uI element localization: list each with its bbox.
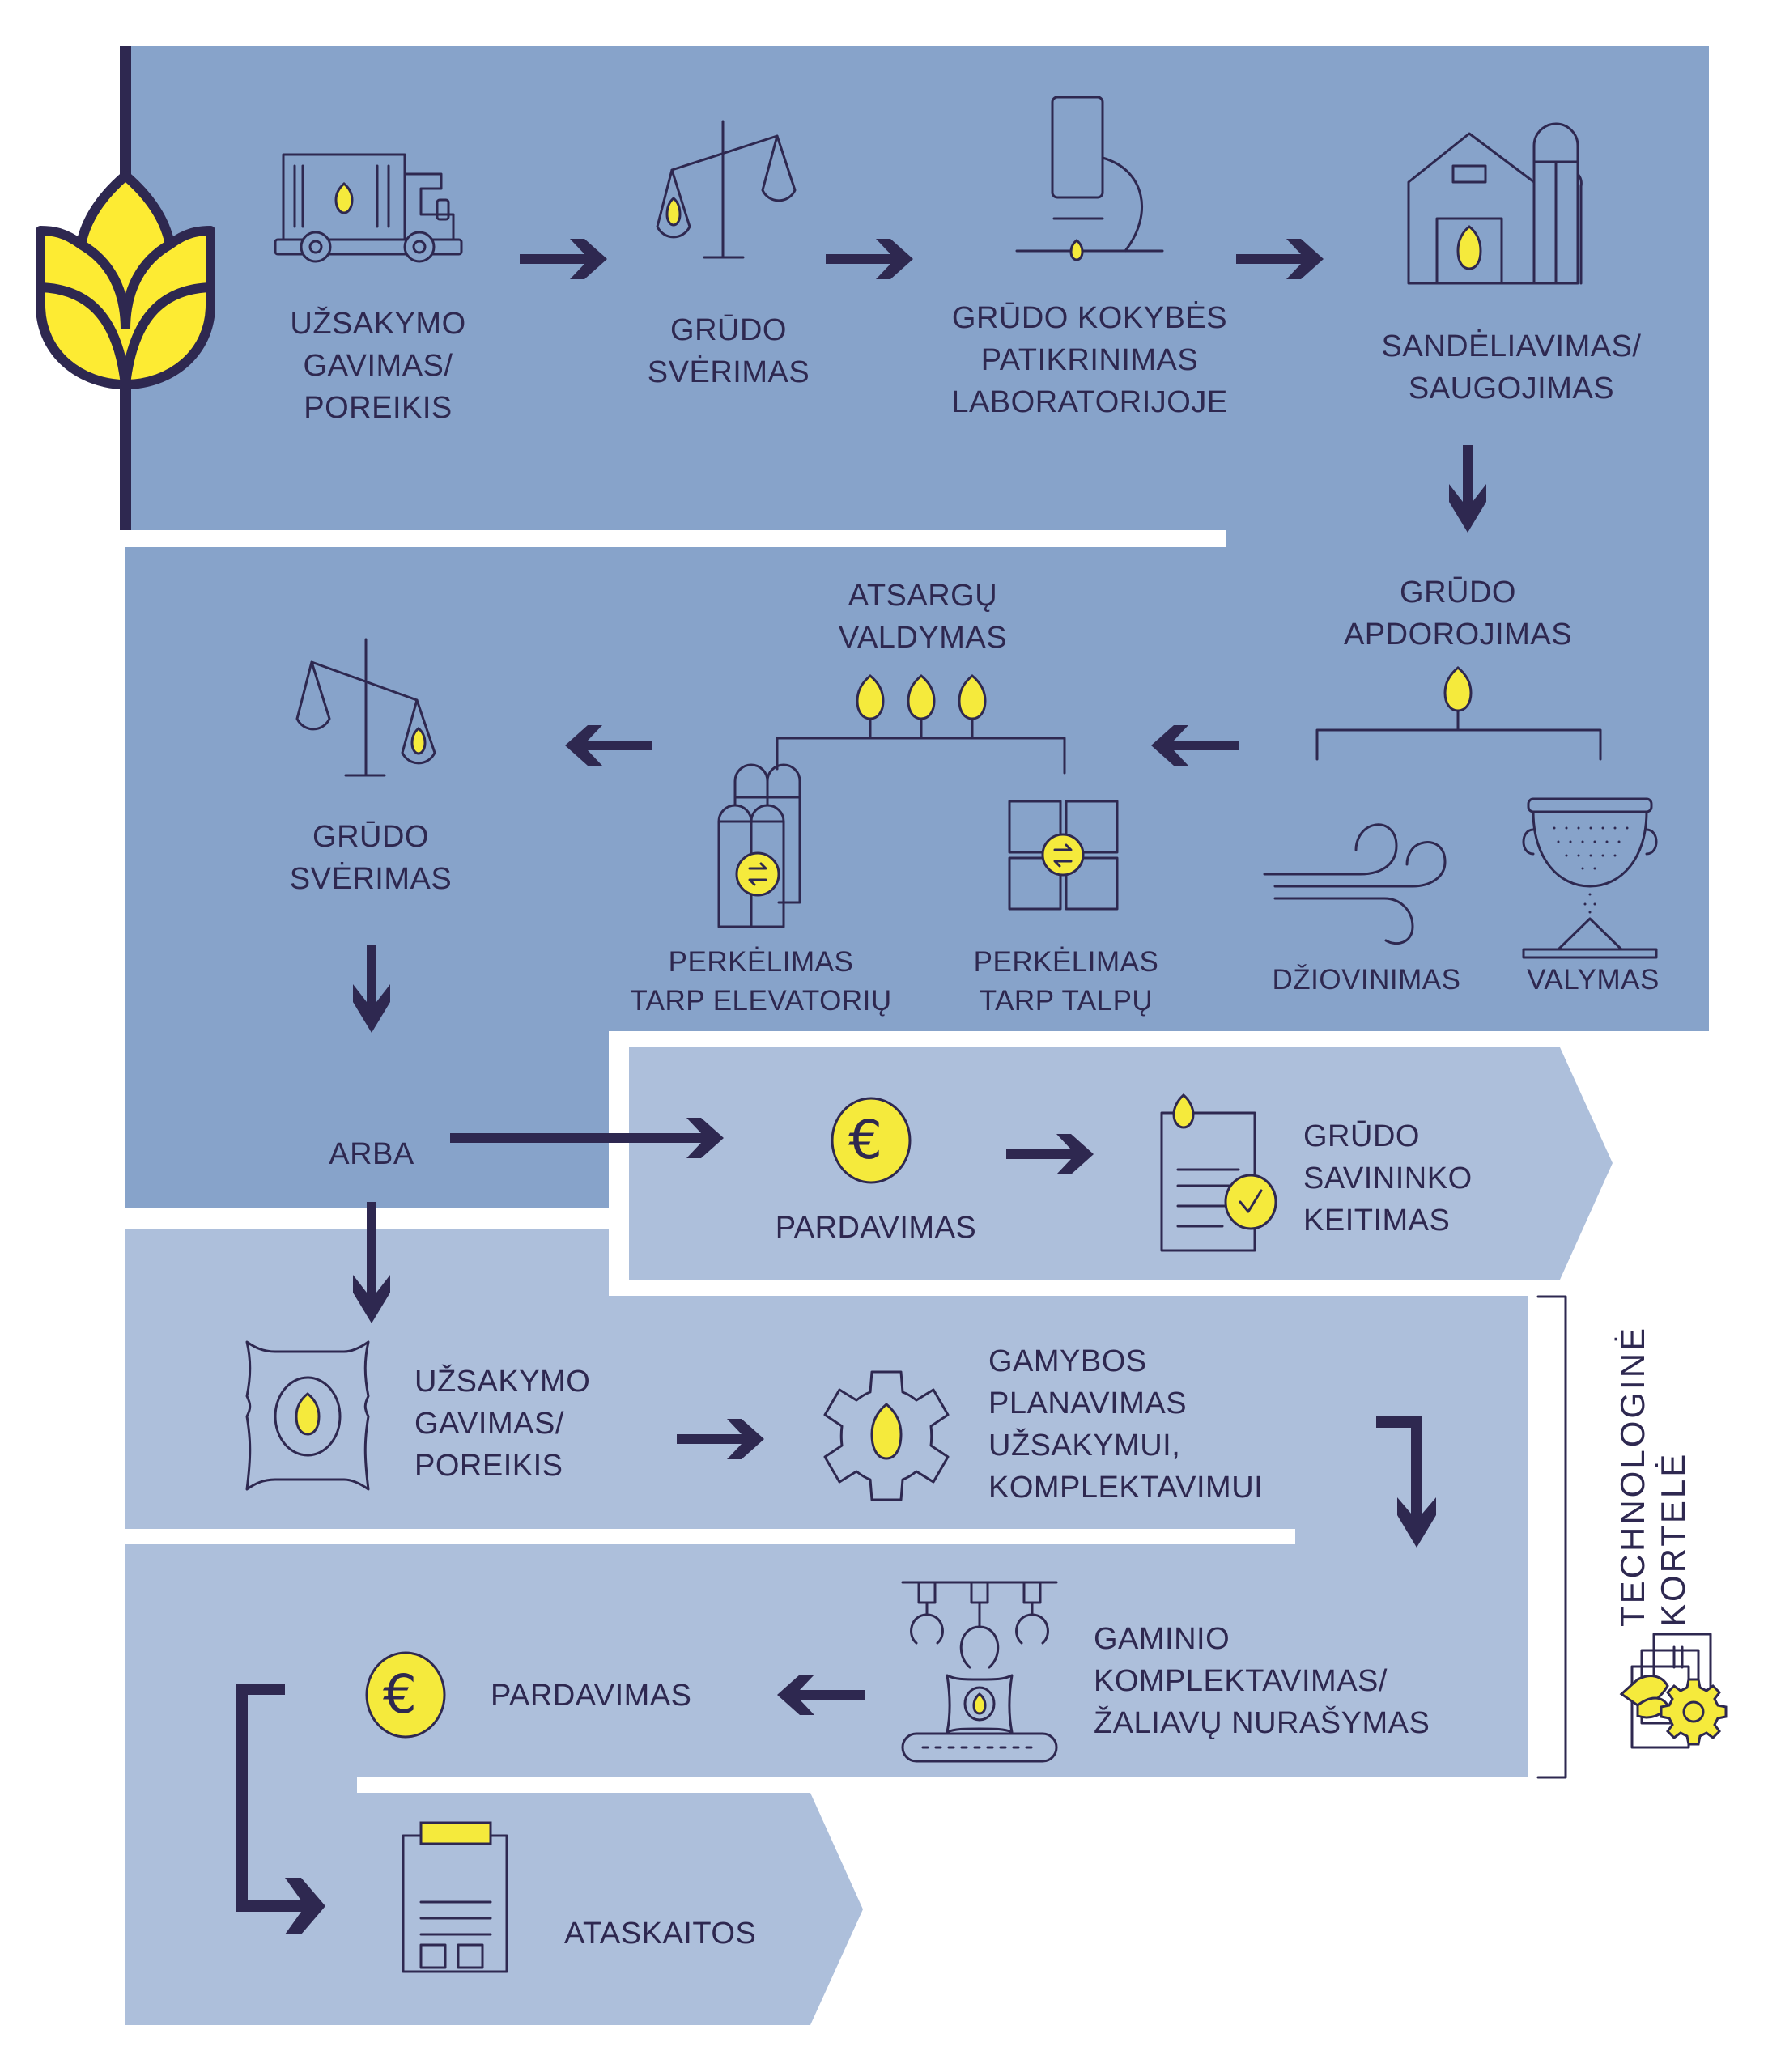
assembly-line-icon bbox=[901, 1581, 1058, 1763]
tech-card-label: TECHNOLOGINĖ KORTELĖ bbox=[1613, 1325, 1692, 1627]
arrow-corner-right-icon bbox=[236, 1684, 325, 1934]
wind-icon bbox=[1263, 823, 1447, 945]
truck-icon bbox=[274, 153, 463, 263]
arrow-down-icon bbox=[353, 1202, 390, 1323]
tech-card-icon bbox=[1619, 1633, 1728, 1749]
clipboard-report-icon bbox=[402, 1821, 508, 1973]
tanks-transfer-icon bbox=[1008, 800, 1119, 911]
grain-sack-icon bbox=[245, 1340, 370, 1491]
step-transfer-tanks-label: PERKĖLIMAS TARP TALPŲ bbox=[973, 946, 1159, 1017]
microscope-icon bbox=[1015, 96, 1164, 261]
arrow-right-icon bbox=[1006, 1134, 1094, 1174]
or-label: ARBA bbox=[329, 1137, 414, 1171]
tech-card-bracket bbox=[1536, 1295, 1567, 1779]
arrow-down-icon bbox=[1449, 445, 1486, 533]
wheat-small-icon bbox=[907, 674, 936, 720]
gear-wheat-icon bbox=[823, 1370, 950, 1501]
arrow-left-icon bbox=[565, 725, 652, 766]
step-order-receipt-label: UŽSAKYMO GAVIMAS/ POREIKIS bbox=[290, 307, 466, 425]
euro-symbol: € bbox=[383, 1663, 417, 1726]
euro-coin-icon bbox=[831, 1097, 912, 1184]
sieve-icon bbox=[1522, 797, 1658, 959]
arrow-right-icon bbox=[826, 239, 913, 279]
document-check-icon bbox=[1160, 1093, 1277, 1252]
step-product-assembly-label: GAMINIO KOMPLEKTAVIMAS/ ŽALIAVŲ NURAŠYMA… bbox=[1094, 1622, 1430, 1740]
step-cleaning-label: VALYMAS bbox=[1527, 964, 1660, 996]
step-grain-weighing-2-label: GRŪDO SVĖRIMAS bbox=[289, 820, 453, 896]
arrow-left-icon bbox=[1151, 725, 1239, 766]
arrow-right-icon bbox=[677, 1419, 764, 1459]
gap-production-rows bbox=[125, 1529, 1295, 1544]
step-quality-check-label: GRŪDO KOKYBĖS PATIKRINIMAS LABORATORIJOJ… bbox=[951, 301, 1228, 419]
step-storage-label: SANDĖLIAVIMAS/ SAUGOJIMAS bbox=[1381, 329, 1642, 405]
arrow-right-long-icon bbox=[450, 1118, 724, 1158]
processing-branch-connector bbox=[1315, 666, 1602, 761]
step-production-order-receipt-label: UŽSAKYMO GAVIMAS/ POREIKIS bbox=[414, 1365, 591, 1483]
wheat-small-icon bbox=[1443, 666, 1473, 712]
arrow-down-icon bbox=[353, 945, 390, 1033]
step-stock-management-label: ATSARGŲ VALDYMAS bbox=[838, 579, 1008, 655]
panel-receiving-storage bbox=[125, 46, 1709, 1208]
silos-transfer-icon bbox=[717, 763, 801, 928]
step-sale-label: PARDAVIMAS bbox=[775, 1211, 977, 1245]
euro-symbol: € bbox=[848, 1109, 882, 1171]
step-reports-label: ATASKAITOS bbox=[564, 1917, 757, 1951]
arrow-corner-down-icon bbox=[1376, 1416, 1436, 1548]
scale-icon bbox=[295, 638, 436, 777]
step-drying-label: DŽIOVINIMAS bbox=[1272, 964, 1461, 996]
step-owner-change-label: GRŪDO SAVININKO KEITIMAS bbox=[1303, 1119, 1473, 1238]
step-grain-weighing-label: GRŪDO SVĖRIMAS bbox=[647, 313, 810, 389]
barn-silo-icon bbox=[1407, 122, 1583, 285]
arrow-right-icon bbox=[1236, 239, 1324, 279]
wheat-logo-icon bbox=[36, 171, 215, 389]
arrow-right-icon bbox=[520, 239, 607, 279]
wheat-small-icon bbox=[856, 674, 885, 720]
stock-branch-connector bbox=[776, 674, 1066, 775]
arrow-left-icon bbox=[777, 1675, 865, 1715]
gap-row1-row2 bbox=[125, 530, 1226, 547]
step-transfer-elevators-label: PERKĖLIMAS TARP ELEVATORIŲ bbox=[630, 946, 892, 1017]
scale-icon bbox=[656, 120, 797, 259]
step-production-sale-label: PARDAVIMAS bbox=[491, 1679, 692, 1713]
step-processing-label: GRŪDO APDOROJIMAS bbox=[1343, 575, 1573, 652]
wheat-small-icon bbox=[958, 674, 987, 720]
euro-coin-icon bbox=[365, 1651, 446, 1739]
step-production-planning-label: GAMYBOS PLANAVIMAS UŽSAKYMUI, KOMPLEKTAV… bbox=[988, 1344, 1264, 1505]
